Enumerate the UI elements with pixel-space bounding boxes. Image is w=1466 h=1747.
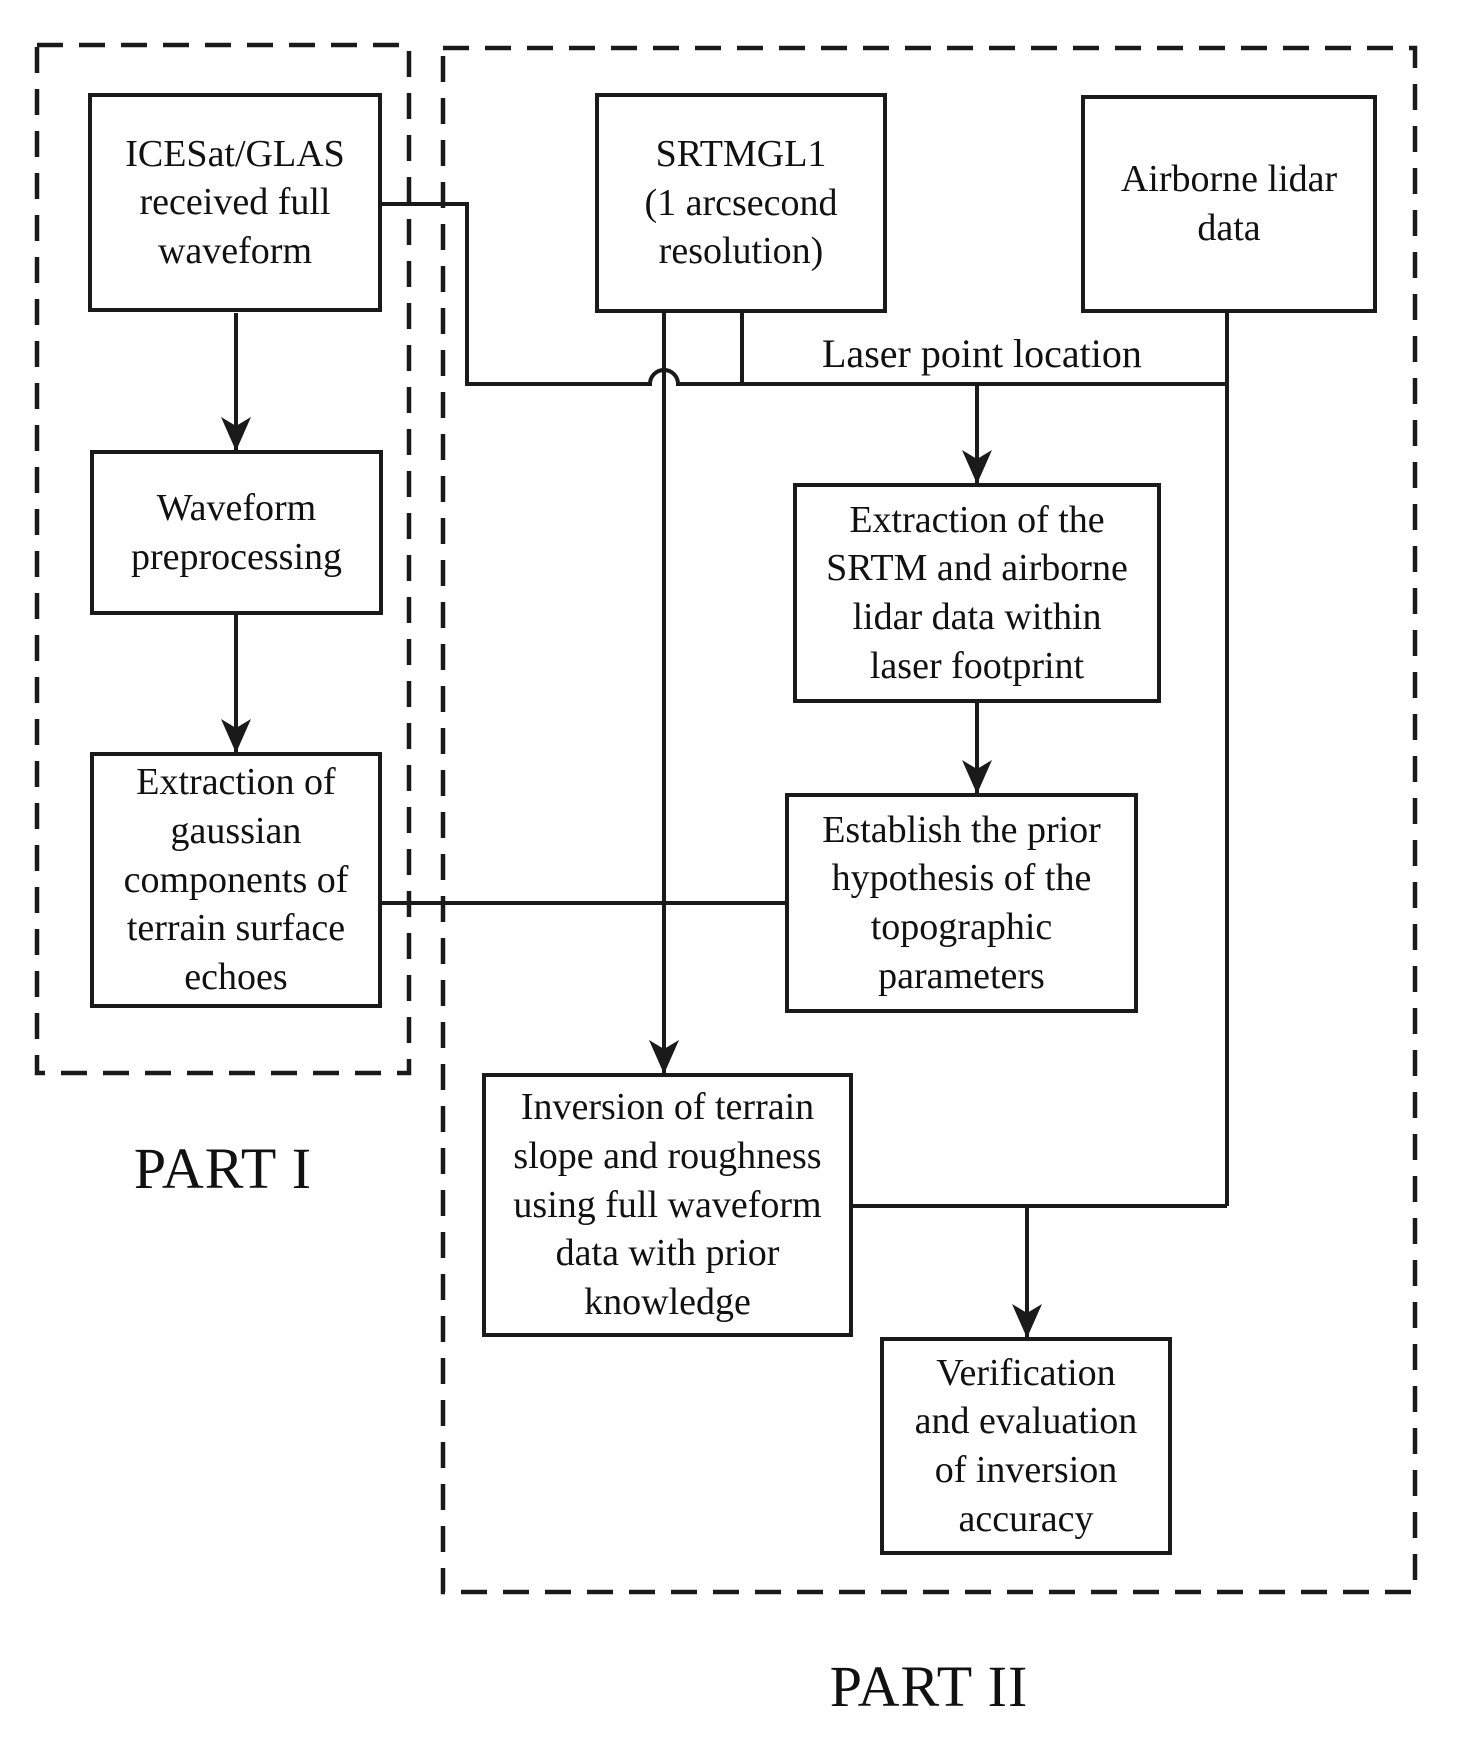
part2-label: PART II [829,1654,1029,1719]
node-icesat: ICESat/GLAS received full waveform [88,93,382,312]
part1-label: PART I [133,1136,313,1201]
node-extract-srtm-lidar: Extraction of the SRTM and airborne lida… [793,483,1161,703]
node-extract-gaussian: Extraction of gaussian components of ter… [90,752,382,1008]
node-waveform-preprocessing: Waveform preprocessing [90,450,383,615]
node-inversion: Inversion of terrain slope and roughness… [482,1073,853,1337]
node-establish-prior: Establish the prior hypothesis of the to… [785,793,1138,1013]
part2-dashed-border [440,45,1418,1595]
node-airborne-lidar: Airborne lidar data [1081,95,1377,313]
node-verification: Verification and evaluation of inversion… [880,1337,1172,1555]
edge-icesat-to-laser-line-with-hop [382,202,1227,386]
part1-dashed-border [34,42,412,1076]
laser-point-location-label: Laser point location [822,331,1142,376]
node-srtmgl1: SRTMGL1 (1 arcsecond resolution) [595,93,887,313]
